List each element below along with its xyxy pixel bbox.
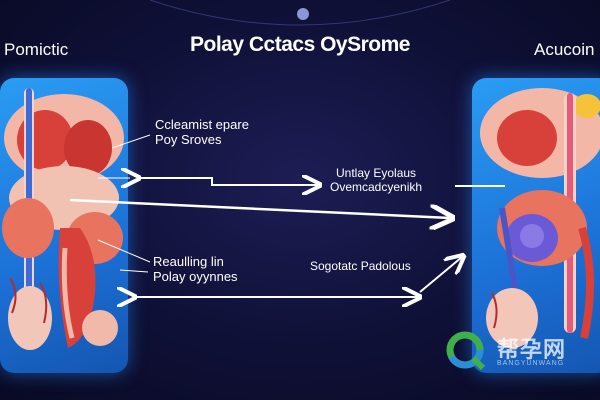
- center-label-line1: Untlay Eyolaus: [336, 166, 417, 180]
- bottom-right-label: Sogotatc Padolous: [310, 259, 411, 273]
- diagram-title: Polay Cctacs OySrome: [190, 33, 410, 56]
- top-left-label: Ccleamist epare Poy Sroves: [155, 117, 249, 148]
- left-anatomy-panel: [0, 78, 128, 373]
- top-ornament: [297, 8, 309, 20]
- right-anatomy-panel: [472, 78, 600, 373]
- left-organ-illustration: [2, 88, 124, 350]
- watermark-text: 帮孕网: [497, 338, 567, 363]
- leader-line-top: [111, 134, 151, 149]
- center-label: Untlay Eyolaus Ovemcadcyenikh: [330, 166, 423, 195]
- rising-arrow: [419, 257, 462, 293]
- right-organ-illustration: [480, 88, 600, 348]
- top-left-label-line1: Ccleamist epare: [155, 117, 249, 132]
- upper-double-arrow: [137, 178, 318, 185]
- bottom-left-label-line2: Polay oyynnes: [153, 268, 238, 284]
- diagonal-arrow: [69, 198, 450, 218]
- leader-line-bottom-b: [119, 269, 149, 273]
- bottom-left-label-line1: Reaulling lin: [153, 254, 224, 269]
- watermark-logo-icon: [446, 331, 486, 371]
- watermark: 帮孕网 BANGYUNWANG: [445, 330, 585, 372]
- right-heading: Acucoin: [534, 40, 595, 59]
- left-heading: Pomictic: [4, 40, 69, 59]
- bottom-left-label: Reaulling lin Polay oyynnes: [153, 254, 238, 285]
- watermark-subtext: BANGYUNWANG: [497, 360, 565, 367]
- center-label-line2: Ovemcadcyenikh: [330, 179, 423, 194]
- top-left-label-line2: Poy Sroves: [155, 131, 222, 147]
- leader-line-bottom-a: [97, 239, 151, 263]
